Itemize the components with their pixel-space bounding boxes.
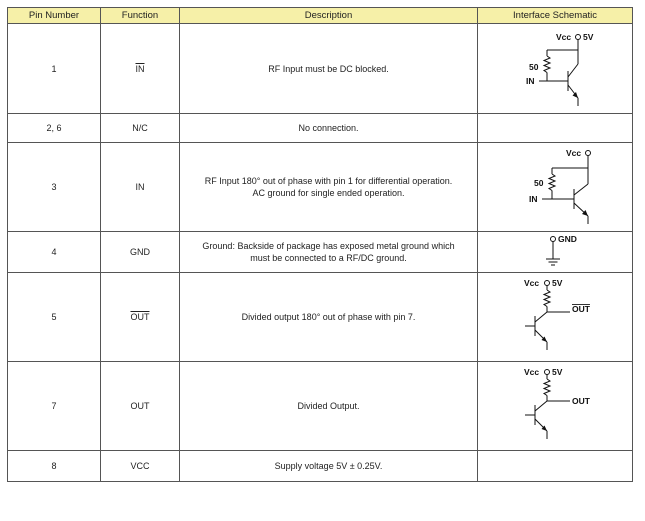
header-function: Function <box>100 7 180 24</box>
vcc-label: Vcc <box>556 32 571 42</box>
supply-voltage-label: 5V <box>583 32 594 42</box>
function-label: OUT <box>130 312 150 322</box>
function-cell: GND <box>100 231 180 273</box>
ground-schematic-icon: GND <box>546 234 577 266</box>
supply-voltage-label: 5V <box>552 367 563 377</box>
table-row: 7 OUT Divided Output. Vcc 5V OUT <box>7 361 633 451</box>
resistor-value-label: 50 <box>534 178 544 188</box>
table-row: 2, 6 N/C No connection. <box>7 113 633 143</box>
port-label: IN <box>529 194 538 204</box>
table-header-row: Pin Number Function Description Interfac… <box>7 7 633 24</box>
schematic-cell: Vcc 50 IN <box>477 142 633 232</box>
description-cell: Ground: Backside of package has exposed … <box>179 231 478 273</box>
vcc-label: Vcc <box>566 148 581 158</box>
table-row: 5 OUT Divided output 180° out of phase w… <box>7 272 633 362</box>
description-line: RF Input must be DC blocked. <box>268 63 389 74</box>
header-pin-number: Pin Number <box>7 7 101 24</box>
function-cell: N/C <box>100 113 180 143</box>
header-description: Description <box>179 7 478 24</box>
description-cell: Supply voltage 5V ± 0.25V. <box>179 450 478 482</box>
description-line: Divided output 180° out of phase with pi… <box>241 312 416 322</box>
table-row: 8 VCC Supply voltage 5V ± 0.25V. <box>7 450 633 482</box>
description-line: AC ground for single ended operation. <box>252 188 405 198</box>
table-row: 1 IN RF Input must be DC blocked. Vcc 5V… <box>7 23 633 114</box>
function-label: GND <box>130 247 150 257</box>
port-label: OUT <box>572 396 591 406</box>
npn-input-inverted-schematic-icon: Vcc 5V 50 IN <box>526 32 594 106</box>
description-cell: Divided Output. <box>179 361 478 451</box>
description-line: Supply voltage 5V ± 0.25V. <box>274 461 383 471</box>
schematic-cell: Vcc 5V 50 IN <box>477 23 633 114</box>
schematic-cell: Vcc 5V OUT <box>477 272 633 362</box>
pin-description-table: Pin Number Function Description Interfac… <box>7 7 633 482</box>
description-cell: Divided output 180° out of phase with pi… <box>179 272 478 362</box>
description-line: must be connected to a RF/DC ground. <box>250 253 407 263</box>
function-label: OUT <box>130 401 150 411</box>
port-label: IN <box>526 76 535 86</box>
function-cell: VCC <box>100 450 180 482</box>
pin-number-cell: 5 <box>7 272 101 362</box>
pin-number-cell: 7 <box>7 361 101 451</box>
npn-output-schematic-icon: Vcc 5V OUT <box>524 367 591 439</box>
supply-voltage-label: 5V <box>552 278 563 288</box>
function-label: IN <box>135 182 145 192</box>
vcc-label: Vcc <box>524 278 539 288</box>
table-row: 3 IN RF Input 180° out of phase with pin… <box>7 142 633 232</box>
npn-input-schematic-icon: Vcc 50 IN <box>529 148 591 224</box>
pin-number-cell: 8 <box>7 450 101 482</box>
npn-output-inverted-schematic-icon: Vcc 5V OUT <box>524 278 591 350</box>
schematic-cell <box>477 113 633 143</box>
description-line: No connection. <box>298 123 359 133</box>
function-cell: OUT <box>100 272 180 362</box>
header-interface-schematic: Interface Schematic <box>477 7 633 24</box>
description-cell: No connection. <box>179 113 478 143</box>
function-cell: OUT <box>100 361 180 451</box>
description-line: Ground: Backside of package has exposed … <box>202 241 455 251</box>
pin-number-cell: 1 <box>7 23 101 114</box>
table-row: 4 GND Ground: Backside of package has ex… <box>7 231 633 273</box>
function-cell: IN <box>100 23 180 114</box>
description-line: RF Input 180° out of phase with pin 1 fo… <box>204 176 453 186</box>
resistor-value-label: 50 <box>529 62 539 72</box>
schematic-cell: Vcc 5V OUT <box>477 361 633 451</box>
pin-number-cell: 4 <box>7 231 101 273</box>
description-cell: RF Input 180° out of phase with pin 1 fo… <box>179 142 478 232</box>
schematic-cell <box>477 450 633 482</box>
function-label: N/C <box>132 123 148 133</box>
pin-number-cell: 3 <box>7 142 101 232</box>
pin-number-cell: 2, 6 <box>7 113 101 143</box>
function-label: VCC <box>130 461 150 471</box>
description-cell: RF Input must be DC blocked. <box>179 23 478 114</box>
description-line: Divided Output. <box>297 401 360 411</box>
vcc-label: Vcc <box>524 367 539 377</box>
schematic-cell: GND <box>477 231 633 273</box>
port-label: OUT <box>572 304 591 314</box>
function-cell: IN <box>100 142 180 232</box>
function-label: IN <box>135 63 145 74</box>
ground-label: GND <box>558 234 577 244</box>
